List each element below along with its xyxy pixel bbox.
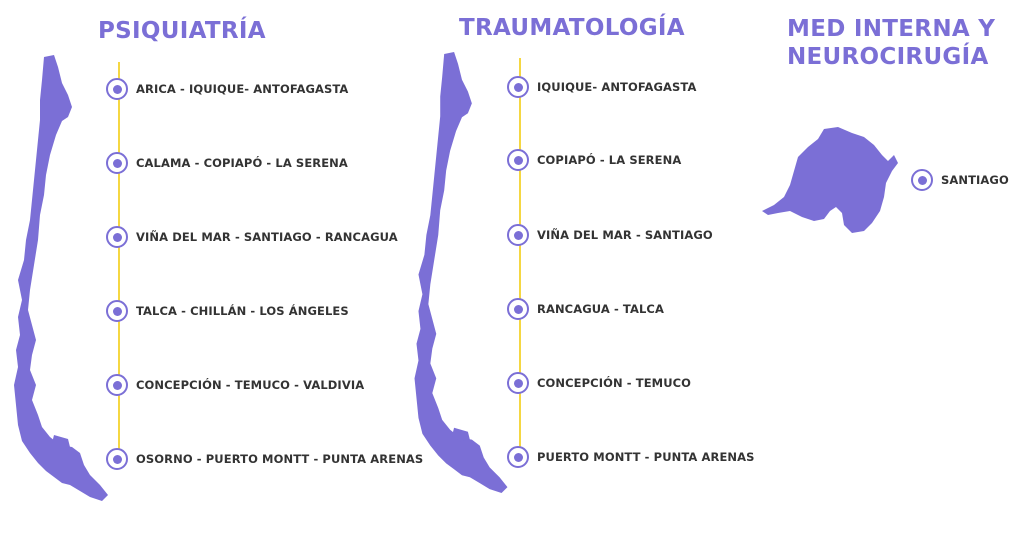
circle-marker-icon: [507, 298, 529, 320]
stop-label: RANCAGUA - TALCA: [537, 302, 664, 316]
stop-psiq-1: ARICA - IQUIQUE- ANTOFAGASTA: [106, 76, 348, 102]
stop-psiq-2: CALAMA - COPIAPÓ - LA SERENA: [106, 150, 348, 176]
circle-marker-icon: [106, 78, 128, 100]
stop-trauma-1: IQUIQUE- ANTOFAGASTA: [507, 74, 696, 100]
circle-marker-icon: [106, 226, 128, 248]
stop-trauma-4: RANCAGUA - TALCA: [507, 296, 664, 322]
stop-label: IQUIQUE- ANTOFAGASTA: [537, 80, 697, 94]
stop-med-1: SANTIAGO: [911, 167, 1009, 193]
stop-psiq-6: OSORNO - PUERTO MONTT - PUNTA ARENAS: [106, 446, 423, 472]
stop-trauma-2: COPIAPÓ - LA SERENA: [507, 147, 681, 173]
stop-trauma-6: PUERTO MONTT - PUNTA ARENAS: [507, 444, 755, 470]
circle-marker-icon: [106, 300, 128, 322]
section-title-line-2: NEUROCIRUGÍA: [787, 44, 989, 70]
circle-marker-icon: [106, 152, 128, 174]
section-title-traumatologia: TRAUMATOLOGÍA: [459, 15, 685, 41]
stop-trauma-5: CONCEPCIÓN - TEMUCO: [507, 370, 691, 396]
circle-marker-icon: [507, 372, 529, 394]
circle-marker-icon: [911, 169, 933, 191]
circle-marker-icon: [106, 374, 128, 396]
stop-label: VIÑA DEL MAR - SANTIAGO - RANCAGUA: [136, 230, 398, 244]
stop-label: COPIAPÓ - LA SERENA: [537, 153, 682, 167]
circle-marker-icon: [507, 76, 529, 98]
stop-label: SANTIAGO: [941, 173, 1009, 187]
section-title-psiquiatria: PSIQUIATRÍA: [98, 18, 266, 44]
stop-label: TALCA - CHILLÁN - LOS ÁNGELES: [136, 304, 349, 318]
timeline-line-psiquiatria: [118, 62, 120, 458]
circle-marker-icon: [507, 149, 529, 171]
stop-trauma-3: VIÑA DEL MAR - SANTIAGO: [507, 222, 713, 248]
stop-label: CONCEPCIÓN - TEMUCO - VALDIVIA: [136, 378, 365, 392]
circle-marker-icon: [106, 448, 128, 470]
santiago-region-map-icon: [762, 127, 898, 233]
stop-psiq-4: TALCA - CHILLÁN - LOS ÁNGELES: [106, 298, 349, 324]
stop-label: ARICA - IQUIQUE- ANTOFAGASTA: [136, 82, 349, 96]
stop-psiq-3: VIÑA DEL MAR - SANTIAGO - RANCAGUA: [106, 224, 398, 250]
chile-map-icon: [14, 55, 108, 501]
stop-label: CALAMA - COPIAPÓ - LA SERENA: [136, 156, 348, 170]
section-title-med-interna: MED INTERNA Y NEUROCIRUGÍA: [787, 15, 1007, 71]
stop-label: VIÑA DEL MAR - SANTIAGO: [537, 228, 713, 242]
stop-label: CONCEPCIÓN - TEMUCO: [537, 376, 692, 390]
circle-marker-icon: [507, 446, 529, 468]
timeline-line-traumatologia: [519, 58, 521, 458]
stop-psiq-5: CONCEPCIÓN - TEMUCO - VALDIVIA: [106, 372, 364, 398]
circle-marker-icon: [507, 224, 529, 246]
stop-label: PUERTO MONTT - PUNTA ARENAS: [537, 450, 755, 464]
section-title-line-1: MED INTERNA Y: [787, 16, 996, 42]
chile-map-icon: [414, 52, 508, 494]
stop-label: OSORNO - PUERTO MONTT - PUNTA ARENAS: [136, 452, 424, 466]
